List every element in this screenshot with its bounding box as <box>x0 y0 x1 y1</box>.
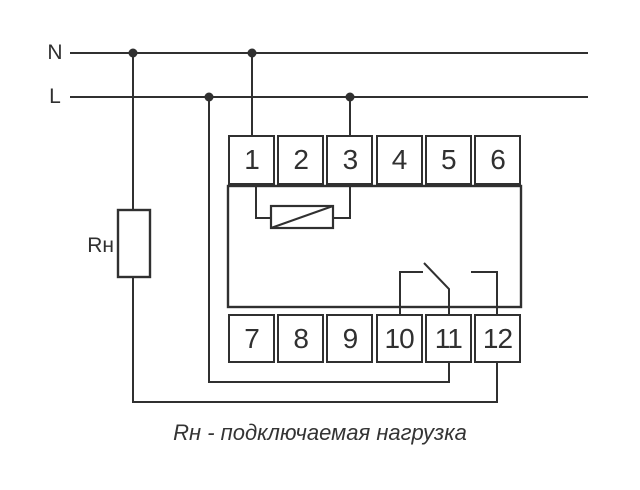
internal-unit-diagonal <box>270 205 334 229</box>
terminal-2: 2 <box>277 135 325 185</box>
contact-fixed-left <box>399 271 423 314</box>
l-label: L <box>49 85 61 108</box>
junction-dot-n-terminal-1 <box>247 48 257 58</box>
terminal-7: 7 <box>228 314 275 363</box>
wire-load-to-terminal-12 <box>132 277 498 403</box>
wire-l-to-terminal-11 <box>208 97 450 383</box>
caption: Rн - подключаемая нагрузка <box>173 420 467 445</box>
terminal-4: 4 <box>375 135 423 185</box>
terminal-8: 8 <box>277 314 325 363</box>
device-outline <box>226 184 523 309</box>
n-label: N <box>47 41 63 64</box>
terminal-11: 11 <box>424 314 472 363</box>
junction-dot-l-terminal-3 <box>345 92 355 102</box>
junction-dot-n-load <box>128 48 138 58</box>
load-resistor-symbol <box>116 208 152 279</box>
junction-dot-l-terminal-11 <box>204 92 214 102</box>
terminal-5: 5 <box>424 135 472 185</box>
relay-contact-symbol <box>399 262 498 314</box>
terminal-10: 10 <box>375 314 423 363</box>
contact-fixed-right <box>471 271 498 314</box>
terminal-12: 12 <box>474 314 521 363</box>
internal-unit-left-lead <box>255 185 271 219</box>
terminal-6: 6 <box>474 135 521 185</box>
terminal-9: 9 <box>326 314 374 363</box>
load-label: Rн <box>87 234 114 257</box>
internal-unit-symbol <box>255 185 351 230</box>
terminal-3: 3 <box>326 135 374 185</box>
internal-unit-right-lead <box>333 185 351 219</box>
contact-moving-blade <box>423 262 450 314</box>
terminal-1: 1 <box>228 135 275 185</box>
